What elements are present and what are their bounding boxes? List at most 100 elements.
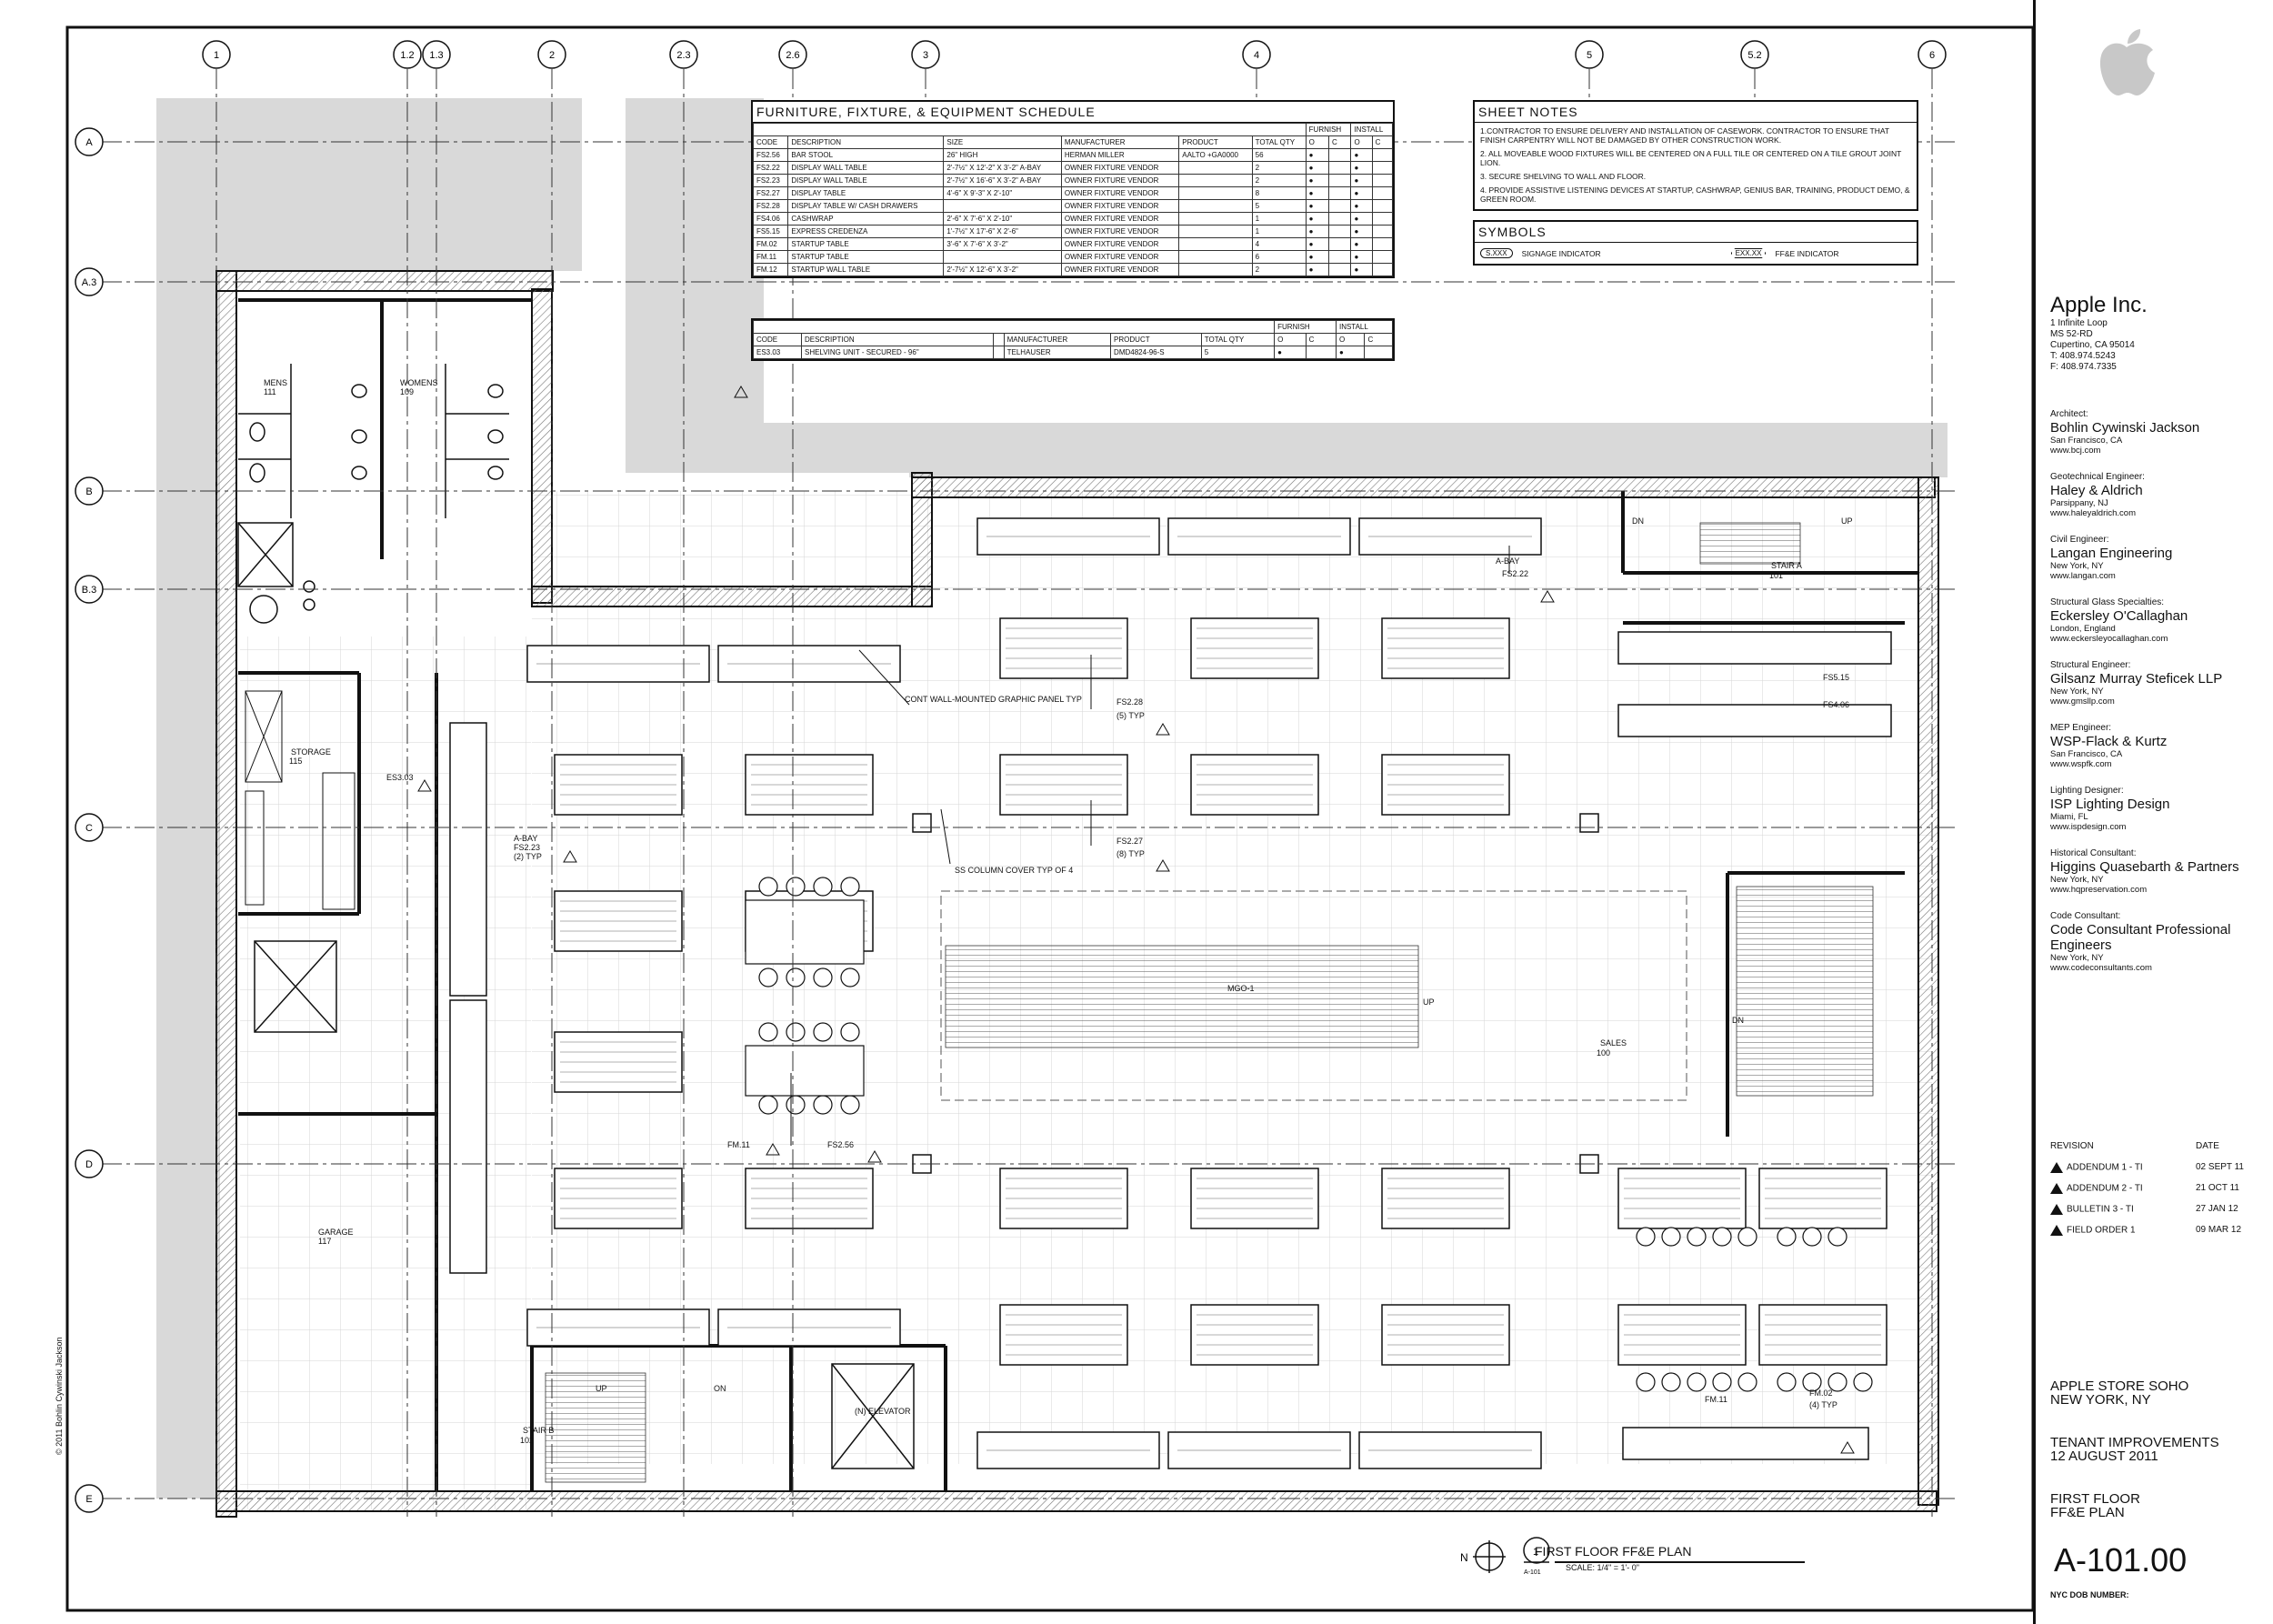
ffe-cell (993, 346, 1005, 359)
site-area (156, 271, 220, 1499)
column-cover-note: SS COLUMN COVER TYP OF 4 (955, 866, 1073, 875)
revision-header: REVISION (2050, 1141, 2094, 1151)
bar-stool (1827, 1227, 1847, 1247)
ffe-cell: 4 (1251, 237, 1307, 251)
bar-stool (1661, 1227, 1681, 1247)
grid-col-label: 1 (214, 50, 219, 61)
stair-b-up-label: UP (596, 1384, 607, 1393)
ffe-cell (1178, 174, 1253, 187)
ffe-cell (1178, 250, 1253, 264)
tag-fm02: FM.02 (1809, 1388, 1833, 1398)
revision-label: FIELD ORDER 1 (2067, 1225, 2136, 1236)
ffe-cell: FM.11 (752, 250, 789, 264)
consultant-detail: New York, NY (2050, 687, 2104, 697)
abay-label: A-BAY (1496, 556, 1519, 566)
symbols-title: SYMBOLS (1475, 222, 1917, 243)
ffe-cell (1178, 186, 1253, 200)
consultant-firm: Higgins Quasebarth & Partners (2050, 859, 2239, 875)
ffe-cell: CASHWRAP (787, 212, 945, 226)
consultant-role: Geotechnical Engineer: (2050, 472, 2145, 482)
signage-tag-label: SIGNAGE INDICATOR (1521, 248, 1601, 258)
sheet-note: 2. ALL MOVEABLE WOOD FIXTURES WILL BE CE… (1480, 149, 1902, 167)
ffe-responsibility-cell: ● (1305, 148, 1329, 162)
grid-bubble-row-B.3: B.3 (75, 575, 104, 604)
room-label-garage: GARAGE (318, 1228, 354, 1237)
bar-stool (786, 877, 806, 897)
phase-date: 12 AUGUST 2011 (2050, 1449, 2158, 1464)
tag-fs228-qty: (5) TYP (1116, 711, 1145, 720)
ffe-col-header: C (1364, 333, 1393, 346)
ffe-install-header: INSTALL (1350, 123, 1393, 136)
bar-stools (745, 877, 1873, 1392)
client-address-line: MS 52-RD (2050, 329, 2093, 339)
grid-bubble-row-E: E (75, 1484, 104, 1513)
client-name: Apple Inc. (2050, 293, 2148, 317)
grid-col-label: 1.2 (400, 50, 414, 61)
consultant-detail: London, England (2050, 624, 2116, 634)
drawing-scale: SCALE: 1/4" = 1'- 0" (1566, 1563, 1639, 1572)
consultant-detail: New York, NY (2050, 561, 2104, 571)
ffe-responsibility-cell (1327, 199, 1352, 213)
ffe-cell: OWNER FIXTURE VENDOR (1060, 199, 1180, 213)
ffe-col-header: C (1371, 135, 1394, 149)
grid-row-label: B.3 (82, 585, 97, 596)
ffe-cell: 8 (1251, 186, 1307, 200)
bar-stool (1737, 1227, 1757, 1247)
ffe-cell: DISPLAY TABLE (787, 186, 945, 200)
dob-number-label: NYC DOB NUMBER: (2050, 1590, 2129, 1599)
revision-label-wrap: ADDENDUM 2 - TI (2050, 1183, 2143, 1194)
ffe-cell: 5 (1251, 199, 1307, 213)
room-label-womens: WOMENS (400, 378, 438, 387)
consultant-detail: www.codeconsultants.com (2050, 963, 2152, 973)
bar-stool (758, 877, 778, 897)
site-area (156, 98, 582, 271)
ffe-responsibility-cell (1327, 186, 1352, 200)
consultant-role: Structural Engineer: (2050, 660, 2131, 670)
ffe-responsibility-cell: ● (1305, 174, 1329, 187)
tag-fs515: FS5.15 (1823, 673, 1849, 682)
storage-shelving (245, 690, 355, 910)
ffe-cell: OWNER FIXTURE VENDOR (1060, 174, 1180, 187)
bar-stool (1636, 1372, 1656, 1392)
consultant-firm: Code Consultant Professional Engineers (2050, 922, 2231, 953)
grid-col-label: 6 (1929, 50, 1935, 61)
grid-col-label: 2.3 (676, 50, 690, 61)
consultant-detail: New York, NY (2050, 953, 2104, 963)
bar-stool (758, 967, 778, 987)
drawing-title: FIRST FLOOR FF&E PLAN (1535, 1544, 1692, 1559)
ffe-responsibility-cell (1371, 263, 1394, 276)
ffe-cell: 26" HIGH (943, 148, 1062, 162)
sheet-note: 1.CONTRACTOR TO ENSURE DELIVERY AND INST… (1480, 126, 1889, 145)
ffe-cell (1178, 161, 1253, 175)
ffe-responsibility-cell (1327, 225, 1352, 238)
bar-stool (1827, 1372, 1847, 1392)
ffe-cell: STARTUP TABLE (787, 250, 945, 264)
bar-stool (1636, 1227, 1656, 1247)
room-label-stair-b: STAIR B (523, 1426, 554, 1435)
bar-stool (786, 1095, 806, 1115)
ffe-cell (1178, 263, 1253, 276)
consultant-role: Historical Consultant: (2050, 848, 2137, 858)
grid-col-label: 2 (549, 50, 555, 61)
ffe-responsibility-cell: ● (1305, 161, 1329, 175)
ffe-responsibility-cell: ● (1350, 212, 1373, 226)
consultant-entry: Code Consultant:Code Consultant Professi… (2050, 911, 2268, 973)
ffe-responsibility-cell: ● (1274, 346, 1307, 359)
ffe-responsibility-cell: ● (1350, 174, 1373, 187)
bar-stool (813, 967, 833, 987)
tag-fm02-qty: (4) TYP (1809, 1400, 1837, 1409)
ffe-responsibility-cell: ● (1350, 148, 1373, 162)
ffe-responsibility-cell: ● (1350, 225, 1373, 238)
sheet-notes-title: SHEET NOTES (1475, 102, 1917, 123)
bar-stool (1802, 1227, 1822, 1247)
ffe-cell: TELHAUSER (1003, 346, 1112, 359)
stair-a-dn-label: DN (1632, 516, 1644, 526)
ffe-cell (1178, 237, 1253, 251)
grid-col-label: 5.2 (1747, 50, 1761, 61)
